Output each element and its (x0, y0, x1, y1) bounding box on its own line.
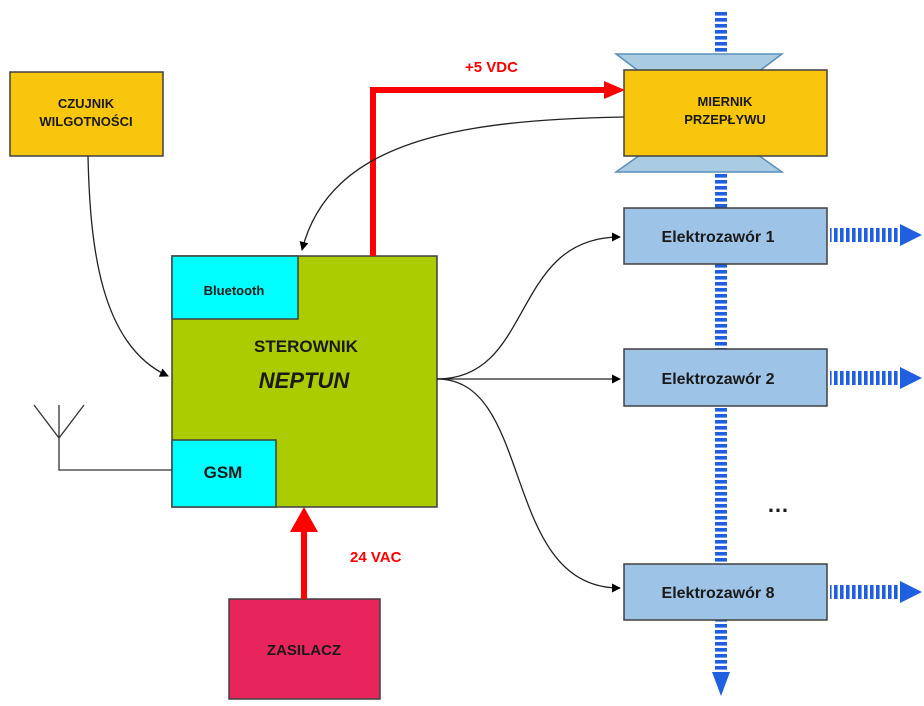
more-valves-ellipsis: … (767, 492, 789, 517)
controller-label: STEROWNIK (254, 337, 359, 356)
gsm-label: GSM (204, 463, 243, 482)
valve-1-outlet (830, 224, 922, 246)
outlet-arrow-icon (900, 581, 922, 603)
humidity-sensor-box (9, 71, 164, 157)
flow-meter-box (623, 69, 828, 157)
controller-to-valve-8-connector (436, 378, 621, 593)
valve-1-box (623, 207, 828, 265)
flow-meter-bottom-cap (613, 154, 785, 173)
valve-8-label: Elektrozawór 8 (662, 585, 775, 602)
valve-2-outlet (830, 367, 922, 389)
power-line-5vdc (370, 81, 625, 256)
meter-to-controller-connector (299, 116, 625, 251)
valve-8-box (623, 563, 828, 621)
gsm-antenna-icon (33, 404, 172, 471)
flow-meter: MIERNIK PRZEPŁYWU (613, 53, 828, 173)
outlet-arrow-icon (900, 224, 922, 246)
water-pipe (712, 12, 730, 696)
valve-8-outlet (830, 581, 922, 603)
humidity-sensor-label-line1: CZUJNIK (58, 96, 115, 111)
controller-name: NEPTUN (259, 368, 351, 393)
outlet-arrow-icon (900, 367, 922, 389)
valve-2-label: Elektrozawór 2 (662, 371, 775, 388)
vdc-label: +5 VDC (465, 59, 518, 76)
valve-1-label: Elektrozawór 1 (662, 229, 775, 246)
flow-meter-label-line2: PRZEPŁYWU (684, 112, 766, 127)
power-supply: ZASILACZ (228, 598, 381, 700)
pipe-down-arrow-icon (712, 672, 730, 696)
power-supply-box (228, 598, 381, 700)
valve-2: Elektrozawór 2 (623, 348, 828, 407)
valve-2-box (623, 348, 828, 407)
vac-label: 24 VAC (350, 549, 402, 566)
gsm-module (171, 439, 277, 508)
humidity-sensor: CZUJNIK WILGOTNOŚCI (9, 71, 164, 157)
valve-1: Elektrozawór 1 (623, 207, 828, 265)
power-supply-label: ZASILACZ (267, 642, 341, 659)
controller: Bluetooth GSM STEROWNIK NEPTUN (171, 255, 438, 508)
bluetooth-label: Bluetooth (204, 283, 265, 298)
power-line-24vac (290, 507, 318, 599)
flow-meter-label-line1: MIERNIK (698, 94, 754, 109)
humidity-sensor-label-line2: WILGOTNOŚCI (39, 114, 132, 129)
valve-8: Elektrozawór 8 (623, 563, 828, 621)
bluetooth-module (171, 255, 299, 320)
sensor-to-controller-connector (87, 155, 169, 377)
controller-to-valve-1-connector (436, 232, 621, 380)
